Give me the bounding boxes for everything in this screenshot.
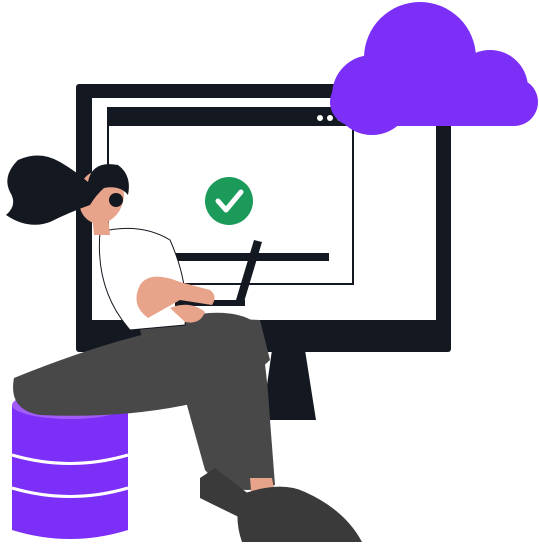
app-window bbox=[107, 107, 354, 285]
database-band bbox=[11, 453, 129, 465]
arm bbox=[136, 276, 215, 318]
pants-front-leg bbox=[140, 312, 275, 490]
window-dot bbox=[327, 115, 333, 121]
monitor-stand bbox=[262, 350, 316, 420]
hand bbox=[170, 304, 205, 323]
cloud-icon bbox=[330, 2, 538, 135]
progress-bar bbox=[138, 253, 329, 261]
laptop-screen bbox=[236, 240, 262, 302]
check-circle-icon bbox=[205, 177, 253, 225]
check-mark bbox=[215, 189, 244, 213]
person-figure bbox=[6, 155, 362, 542]
sunglasses bbox=[109, 193, 123, 207]
hair bbox=[6, 155, 129, 225]
window-titlebar bbox=[108, 108, 353, 126]
database-band bbox=[11, 486, 129, 498]
window-dot bbox=[317, 115, 323, 121]
shoe-back bbox=[200, 468, 250, 520]
shoe-front bbox=[237, 486, 362, 542]
database-body bbox=[12, 405, 128, 539]
